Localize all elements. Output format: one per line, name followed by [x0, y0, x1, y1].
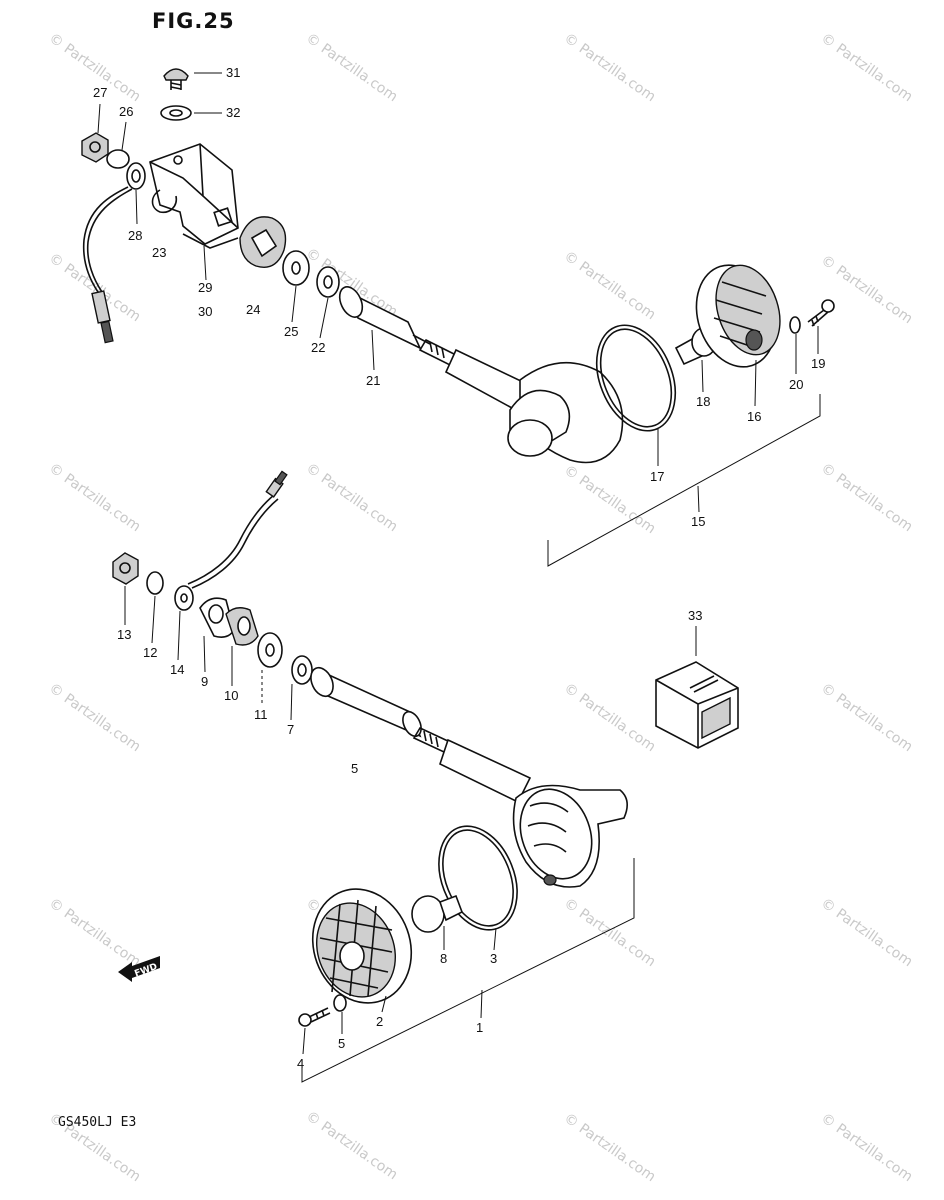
part-26-washer — [106, 149, 130, 169]
callout-15: 15 — [691, 514, 705, 529]
part-20-washer — [789, 316, 801, 334]
callout-24: 24 — [246, 302, 260, 317]
part-2-lens — [311, 888, 413, 1004]
part-5-washer — [333, 994, 347, 1012]
callout-25: 25 — [284, 324, 298, 339]
part-24-rubber-grommet — [239, 216, 287, 268]
callout-17: 17 — [650, 469, 664, 484]
part-13-nut — [112, 552, 139, 585]
watermark: © Partzilla.com — [561, 462, 659, 537]
callout-1: 1 — [476, 1020, 483, 1035]
callout-2: 2 — [376, 1014, 383, 1029]
callout-14: 14 — [170, 662, 184, 677]
callout-12: 12 — [143, 645, 157, 660]
part-28-ground-wire — [82, 162, 146, 344]
part-5-turn-signal-stem — [310, 666, 532, 804]
watermark: © Partzilla.com — [303, 1108, 401, 1183]
watermark: © Partzilla.com — [818, 895, 916, 970]
watermark: © Partzilla.com — [818, 1110, 916, 1185]
part-32-washer — [160, 105, 192, 121]
leader-lines — [97, 72, 821, 1083]
watermark: © Partzilla.com — [46, 460, 144, 535]
part-17-gasket — [595, 324, 677, 432]
lower-lamp-housing — [512, 784, 628, 888]
callout-26: 26 — [119, 104, 133, 119]
figure-title: FIG.25 — [152, 9, 235, 33]
callout-labels: 31 32 27 26 28 23 29 30 24 25 22 21 17 1… — [93, 65, 825, 1071]
upper-lamp-housing — [507, 361, 624, 464]
part-10-rubber — [225, 607, 259, 646]
part-25-washer — [282, 250, 310, 286]
watermark: © Partzilla.com — [818, 680, 916, 755]
callout-22: 22 — [311, 340, 325, 355]
watermark: © Partzilla.com — [561, 680, 659, 755]
part-11-washer — [257, 632, 283, 668]
part-16-lens — [695, 264, 781, 368]
callout-18: 18 — [696, 394, 710, 409]
callout-10: 10 — [224, 688, 238, 703]
part-27-nut — [81, 132, 109, 163]
watermark: © Partzilla.com — [818, 252, 916, 327]
part-31-screw — [163, 68, 189, 90]
watermark: © Partzilla.com — [818, 460, 916, 535]
callout-27: 27 — [93, 85, 107, 100]
part-4-screw — [298, 1007, 331, 1027]
part-21-turn-signal-stem — [338, 286, 550, 422]
part-12-washer — [146, 571, 164, 595]
watermark: © Partzilla.com — [303, 30, 401, 105]
callout-33: 33 — [688, 608, 702, 623]
watermark: © Partzilla.com — [561, 895, 659, 970]
callout-7: 7 — [287, 722, 294, 737]
part-22-lock-washer — [316, 266, 340, 298]
callout-16: 16 — [747, 409, 761, 424]
upper-turn-signal-assembly — [81, 68, 835, 464]
callout-11: 11 — [254, 707, 268, 722]
part-33-turn-signal-relay — [655, 661, 739, 749]
part-23-mounting-bracket — [149, 143, 239, 245]
watermark: © Partzilla.com — [818, 30, 916, 105]
watermark: © Partzilla.com — [561, 30, 659, 105]
callout-30: 30 — [198, 304, 212, 319]
watermark: © Partzilla.com — [46, 895, 144, 970]
callout-19: 19 — [811, 356, 825, 371]
callout-5: 5 — [338, 1036, 345, 1051]
callout-31: 31 — [226, 65, 240, 80]
lower-wire — [187, 494, 275, 585]
callout-4: 4 — [297, 1056, 304, 1071]
part-7-lock-washer — [291, 655, 313, 685]
watermark: © Partzilla.com — [561, 1110, 659, 1185]
callout-21: 21 — [366, 373, 380, 388]
part-8-bulb — [411, 894, 464, 933]
callout-8: 8 — [440, 951, 447, 966]
watermark: © Partzilla.com — [46, 680, 144, 755]
callout-23: 23 — [152, 245, 166, 260]
callout-20: 20 — [789, 377, 803, 392]
callout-3: 3 — [490, 951, 497, 966]
callout-28: 28 — [128, 228, 142, 243]
lower-turn-signal-assembly — [112, 470, 628, 1027]
part-3-gasket — [438, 825, 518, 931]
part-19-screw — [807, 299, 835, 327]
model-code: GS450LJ E3 — [58, 1115, 136, 1130]
callout-9: 9 — [201, 674, 208, 689]
watermark: © Partzilla.com — [561, 248, 659, 323]
part-14-terminal — [174, 585, 194, 611]
callout-5-stem: 5 — [351, 761, 358, 776]
part-29-damper — [182, 233, 239, 249]
watermark: © Partzilla.com — [303, 460, 401, 535]
callout-32: 32 — [226, 105, 240, 120]
callout-29: 29 — [198, 280, 212, 295]
callout-13: 13 — [117, 627, 131, 642]
